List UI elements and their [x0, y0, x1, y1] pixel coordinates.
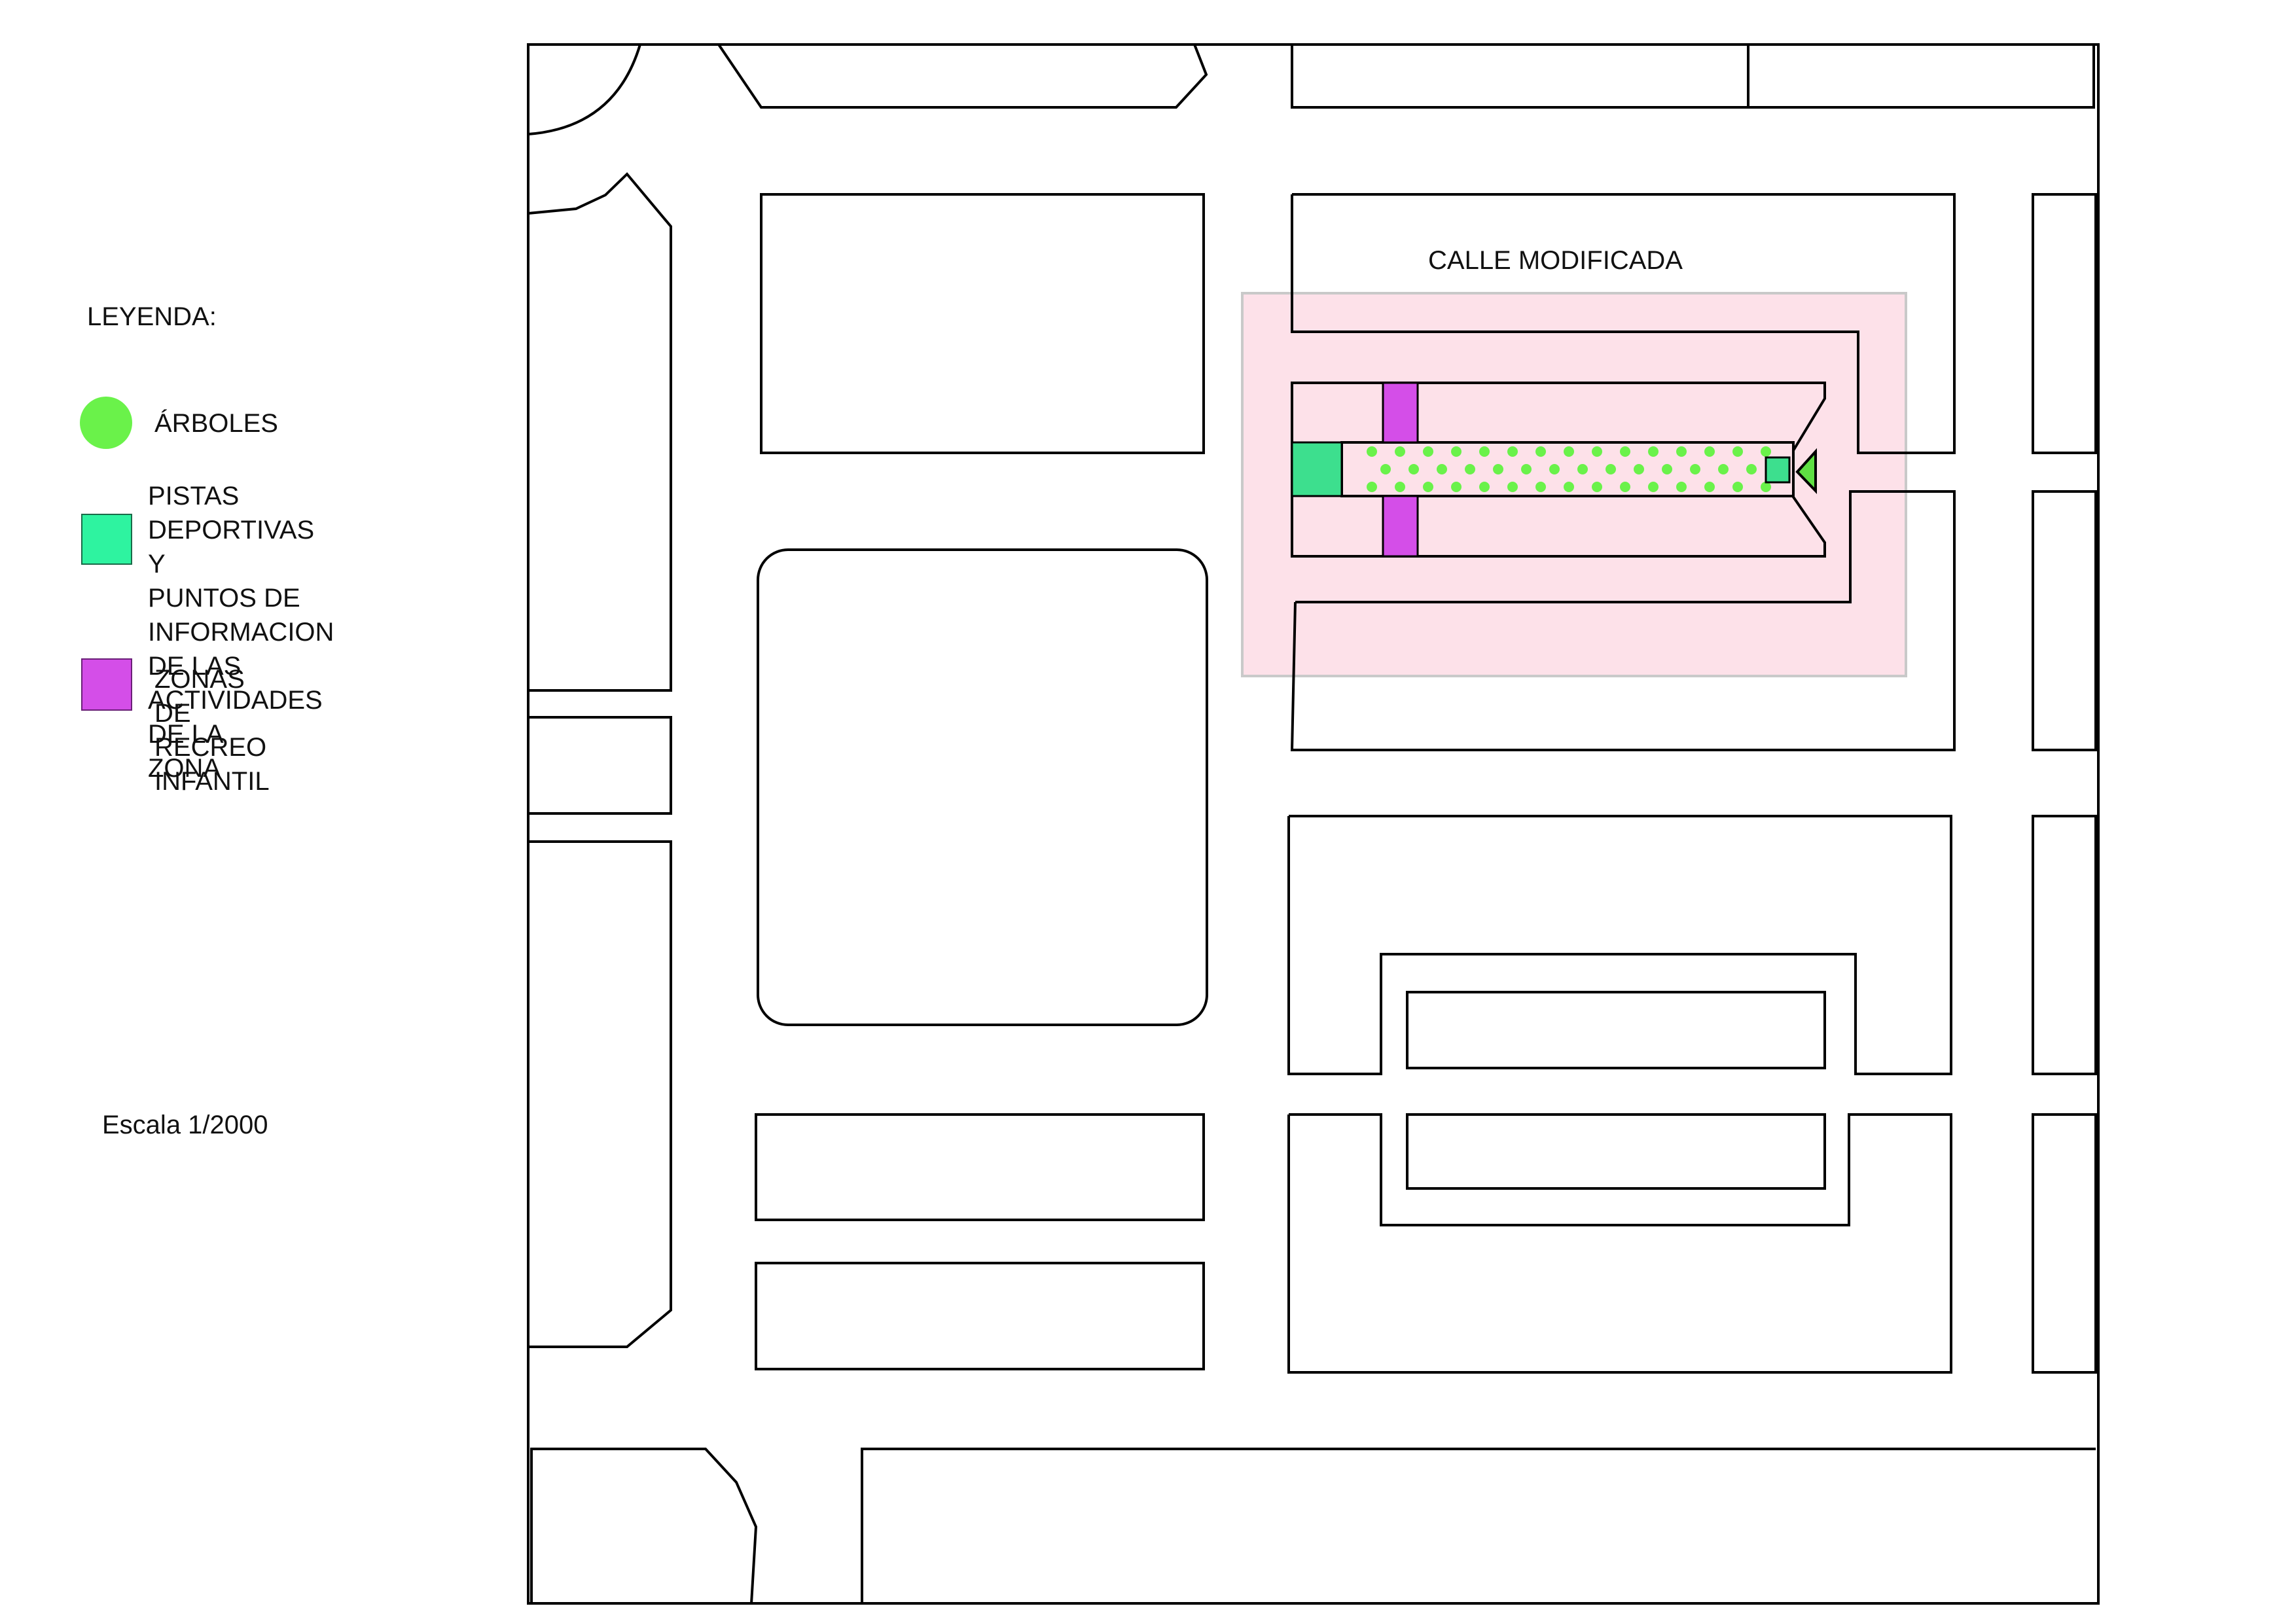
modified-street-label: CALLE MODIFICADA — [1428, 246, 1683, 275]
tree-dot — [1761, 446, 1771, 457]
block-lower-right-u — [1287, 815, 1952, 1075]
block-top-trapezoid — [716, 43, 1208, 109]
tree-dot — [1535, 482, 1546, 492]
playground-square-icon — [81, 658, 132, 711]
tree-dot — [1564, 482, 1574, 492]
tree-dot — [1648, 482, 1659, 492]
tree-dot — [1367, 482, 1377, 492]
block-mid-3 — [755, 1113, 1205, 1221]
tree-dot — [1479, 482, 1490, 492]
tree-dot — [1620, 482, 1630, 492]
modified-street-outline-top — [1291, 193, 1956, 454]
tree-dot — [1718, 464, 1729, 474]
legend-label-sports: PISTAS DEPORTIVAS Y PUNTOS DE INFORMACIO… — [148, 482, 334, 783]
block-top-1 — [1291, 43, 1749, 109]
tree-dot — [1535, 446, 1546, 457]
block-lower-right-base — [1287, 1113, 1952, 1374]
tree-dot — [1662, 464, 1672, 474]
tree-dot — [1395, 482, 1405, 492]
tree-dot — [1676, 446, 1687, 457]
block-right-2 — [2032, 490, 2097, 751]
sports-square-icon — [81, 514, 132, 565]
block-right-3 — [2032, 815, 2097, 1075]
playground-south — [1382, 495, 1419, 558]
tree-dot — [1690, 464, 1700, 474]
tree-dot — [1732, 482, 1743, 492]
tree-dot — [1380, 464, 1391, 474]
tree-dot — [1451, 446, 1462, 457]
block-right-4 — [2032, 1113, 2097, 1374]
tree-dot — [1676, 482, 1687, 492]
tree-dot — [1437, 464, 1447, 474]
tree-dot — [1521, 464, 1532, 474]
scale-label: Escala 1/2000 — [102, 1111, 268, 1139]
block-bottom-right — [861, 1448, 2096, 1603]
tree-dot — [1634, 464, 1644, 474]
tree-dot — [1493, 464, 1503, 474]
tree-dot — [1577, 464, 1588, 474]
tree-dot — [1648, 446, 1659, 457]
tree-circle-icon — [80, 397, 132, 449]
block-top-2 — [1747, 43, 2095, 109]
tree-dot — [1395, 446, 1405, 457]
sports-area-large — [1291, 441, 1343, 497]
tree-dot — [1507, 446, 1518, 457]
tree-dot — [1732, 446, 1743, 457]
legend-title: LEYENDA: — [87, 302, 217, 331]
tree-dot — [1423, 446, 1433, 457]
tree-dot — [1605, 464, 1616, 474]
block-left-3 — [528, 840, 672, 1348]
tree-dot — [1620, 446, 1630, 457]
block-left-2 — [528, 716, 672, 815]
block-lower-right-inner-2 — [1406, 1113, 1826, 1190]
tree-dot — [1423, 482, 1433, 492]
tree-dots — [1367, 446, 1771, 492]
block-mid-1 — [760, 193, 1205, 454]
tree-dot — [1451, 482, 1462, 492]
modified-street-outline-bottom — [1290, 490, 1956, 751]
legend-label-playground: ZONAS DE RECREO INFANTIL — [154, 665, 270, 796]
block-mid-4 — [755, 1262, 1205, 1370]
block-lower-right-inner-1 — [1406, 991, 1826, 1069]
corner-arc-block — [528, 44, 641, 135]
block-bottom-left — [530, 1448, 758, 1604]
tree-dot — [1479, 446, 1490, 457]
tree-dot — [1549, 464, 1560, 474]
tree-dot — [1761, 482, 1771, 492]
block-left-1 — [528, 172, 672, 692]
tree-dot — [1704, 482, 1715, 492]
tree-dot — [1592, 446, 1602, 457]
tree-dot — [1465, 464, 1475, 474]
block-mid-2 — [757, 548, 1208, 1026]
playground-north — [1382, 382, 1419, 444]
tree-dot — [1704, 446, 1715, 457]
block-right-1 — [2032, 193, 2097, 454]
tree-dot — [1507, 482, 1518, 492]
legend-label-trees: ÁRBOLES — [154, 409, 278, 438]
tree-dot — [1592, 482, 1602, 492]
tree-dot — [1367, 446, 1377, 457]
tree-dot — [1408, 464, 1419, 474]
info-point-small — [1765, 456, 1791, 484]
tree-dot — [1746, 464, 1757, 474]
direction-arrow — [1795, 448, 1817, 494]
tree-dot — [1564, 446, 1574, 457]
